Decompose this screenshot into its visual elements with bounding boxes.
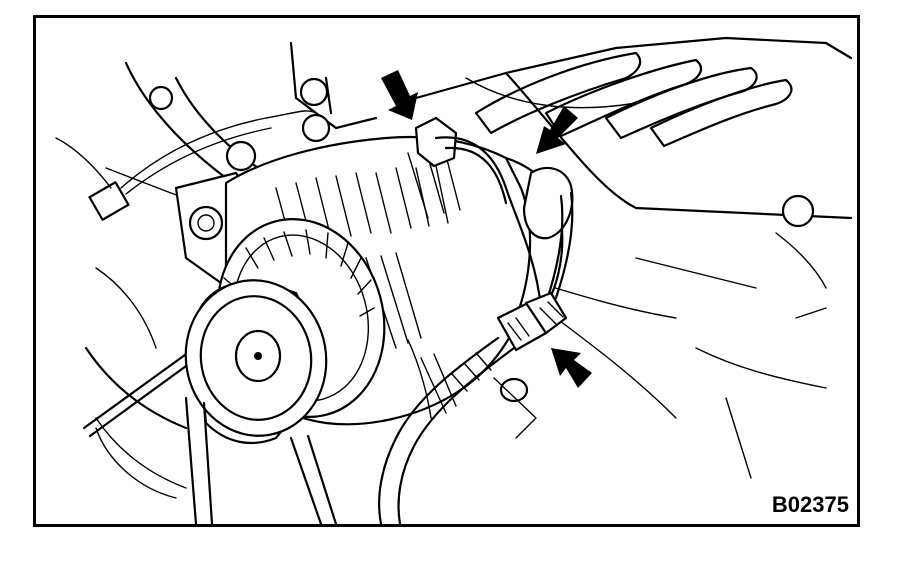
- diagram-frame: B02375: [33, 15, 860, 527]
- arrow-down-left-icon: [536, 106, 578, 154]
- figure-code: B02375: [771, 492, 849, 517]
- engine-cover-outline: [414, 36, 853, 479]
- arrow-up-left-icon: [551, 348, 592, 388]
- arrow-bottom-right: [551, 348, 592, 388]
- pulley-and-belt: [184, 279, 338, 524]
- arrow-down-right-icon: [381, 70, 418, 120]
- arrow-top-left: [381, 70, 418, 120]
- alternator-illustration: [55, 36, 853, 524]
- wiring-harness: [378, 136, 574, 524]
- arrow-top-right: [536, 106, 578, 154]
